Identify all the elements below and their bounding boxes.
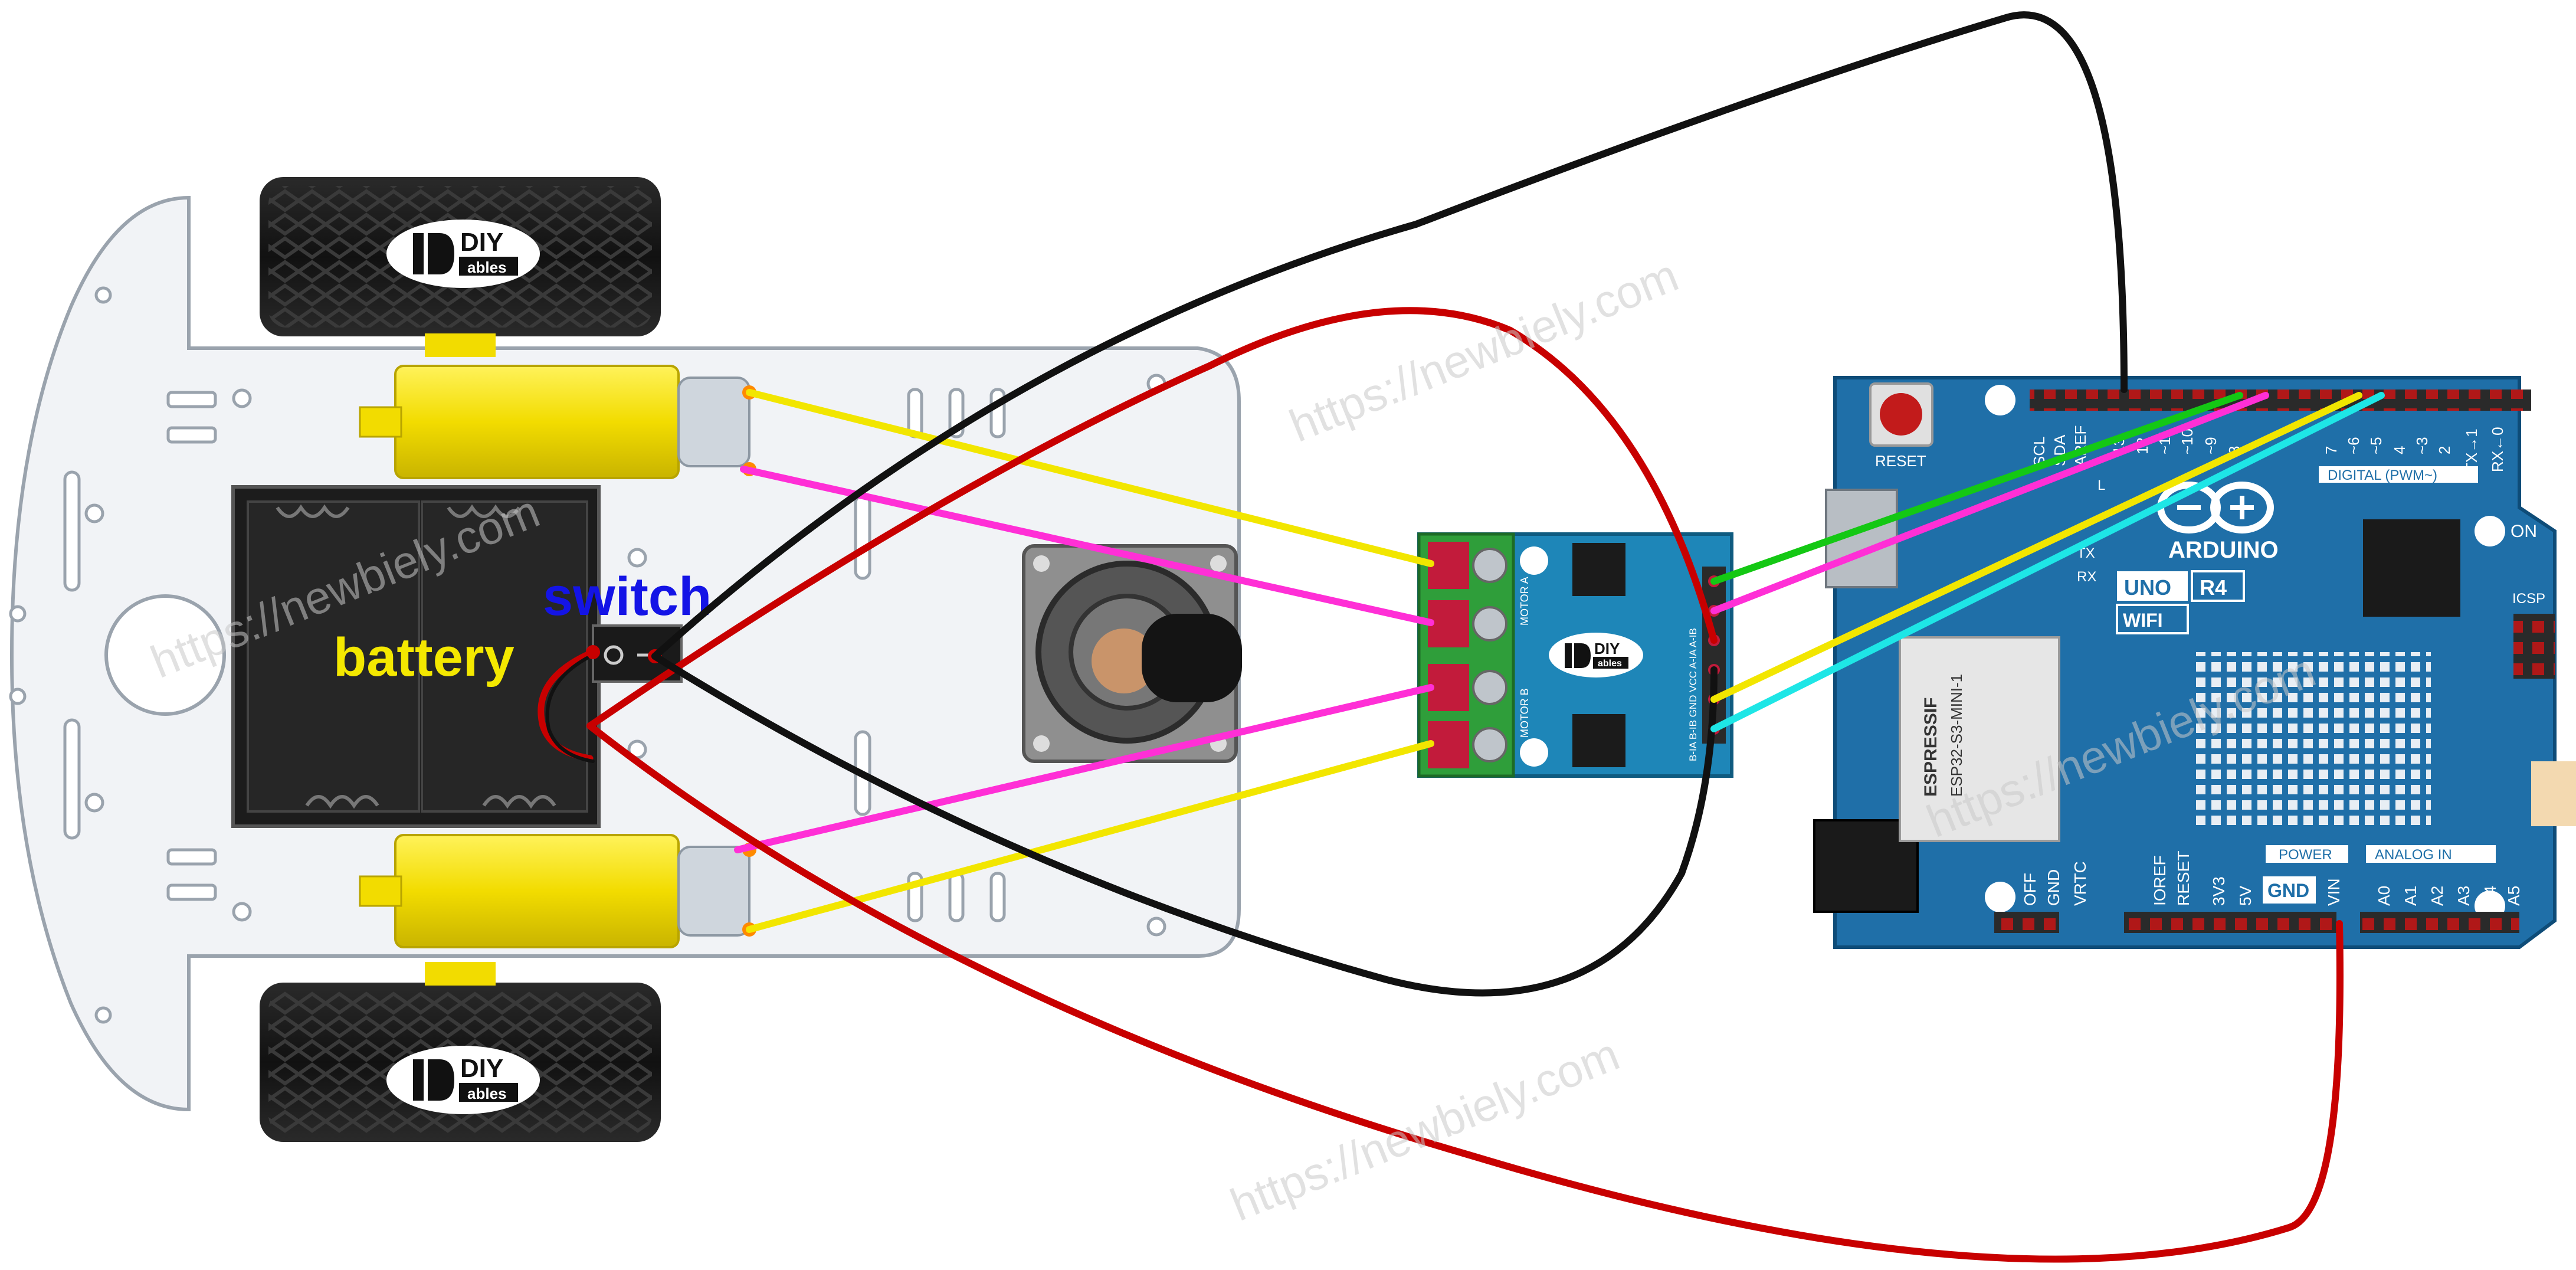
a5-label: A5 xyxy=(2505,886,2523,906)
motor-driver-board: DIY ables MOTOR A MOTOR B B-IA B-IB GND … xyxy=(1417,532,1733,778)
logo-subtext: ables xyxy=(467,258,507,276)
a4-label: A4 xyxy=(2481,886,2499,906)
terminal-screws xyxy=(1428,542,1507,768)
pin-5-label: ~5 xyxy=(2367,437,2385,454)
reset-label: RESET xyxy=(1875,452,1926,470)
pin-10-label: ~10 xyxy=(2178,428,2196,454)
off-gnd-header xyxy=(1994,912,2059,933)
a2-label: A2 xyxy=(2428,886,2446,906)
digital-header-1 xyxy=(2030,389,2336,411)
wire-magenta-signal xyxy=(1710,392,2269,614)
wire-battery-black xyxy=(545,656,595,763)
logo-text: DIY xyxy=(460,1054,503,1083)
logo-text: DIY xyxy=(460,228,503,257)
driver-chip-b xyxy=(1572,714,1625,767)
off-label: OFF xyxy=(2021,873,2039,906)
watermark-text: https://newbiely.com xyxy=(1282,249,1685,452)
dc-motor-top xyxy=(359,365,756,479)
wire-yellow-bottom xyxy=(746,740,1434,933)
ioref-label: IOREF xyxy=(2151,855,2169,906)
l-led-label: L xyxy=(2097,477,2105,493)
wire-red-vcc xyxy=(586,307,1718,729)
reset-pin-label: RESET xyxy=(2174,851,2192,906)
pin-4-label: 4 xyxy=(2391,446,2408,454)
reset-button[interactable] xyxy=(1869,382,1933,447)
a0-label: A0 xyxy=(2375,886,2393,906)
chassis-hole xyxy=(104,594,226,716)
mcu-chip xyxy=(2363,519,2460,617)
pin-9-label: ~9 xyxy=(2202,437,2220,454)
wire-black-gnd-driver xyxy=(651,653,1718,997)
pin-3-label: ~3 xyxy=(2413,437,2431,454)
pin-7-label: 7 xyxy=(2322,446,2340,454)
vrtc-label: VRTC xyxy=(2071,861,2089,906)
rx-led-label: RX xyxy=(2077,569,2096,585)
wire-black-gnd-arduino xyxy=(651,11,2128,660)
power-header xyxy=(2124,912,2336,933)
logo-subtext: ables xyxy=(467,1085,507,1102)
analog-in-label: ANALOG IN xyxy=(2375,847,2452,863)
chassis-slots xyxy=(9,286,1166,1024)
wire-magenta-bottom xyxy=(734,684,1434,853)
battery-holder xyxy=(231,485,601,828)
digital-label: DIGITAL (PWM~) xyxy=(2328,467,2437,483)
arduino-board: RESET SCL SDA AREF 13 12 ~11 ~10 ~9 8 7 … xyxy=(1813,376,2576,949)
wheel-bottom: DIY ables xyxy=(260,962,661,1142)
logo-text: DIY xyxy=(1594,640,1620,657)
wire-green-signal xyxy=(1710,392,2243,585)
revision-label: R4 xyxy=(2200,575,2227,600)
qwiic-connector xyxy=(2531,761,2576,826)
switch-label: switch xyxy=(543,567,712,627)
pin-6-label: ~6 xyxy=(2345,437,2362,454)
caster-wheel xyxy=(1022,544,1242,763)
pin-rx0-label: RX←0 xyxy=(2489,427,2506,472)
diyables-logo-top: DIY ables xyxy=(386,220,540,288)
model-label: UNO xyxy=(2124,575,2171,600)
on-led-label: ON xyxy=(2511,522,2537,541)
power-label: POWER xyxy=(2279,847,2332,863)
wire-yellow-signal xyxy=(1710,392,2362,703)
gnd-label-small: GND xyxy=(2044,869,2063,906)
driver-logo: DIY ables xyxy=(1549,633,1643,677)
a3-label: A3 xyxy=(2454,886,2473,906)
wire-cyan-signal xyxy=(1710,392,2385,732)
esp32-module xyxy=(1899,636,2060,842)
gnd-power-label: GND xyxy=(2267,880,2309,901)
watermark-text: https://newbiely.com xyxy=(1223,1028,1626,1231)
a1-label: A1 xyxy=(2401,886,2420,906)
logo-subtext: ables xyxy=(1598,659,1622,669)
dc-motor-bottom xyxy=(359,834,756,948)
pin-2-label: 2 xyxy=(2436,446,2453,454)
arduino-brand: ARDUINO xyxy=(2168,537,2279,563)
5v-label: 5V xyxy=(2236,885,2254,906)
variant-label: WIFI xyxy=(2123,610,2163,631)
wheel-top: DIY ables xyxy=(260,177,661,357)
wires xyxy=(538,11,2385,1263)
aref-label: AREF xyxy=(2072,425,2089,466)
wire-red-vin xyxy=(586,722,2344,1263)
driver-pin-labels: B-IA B-IB GND VCC A-IA A-IB xyxy=(1687,628,1699,761)
motor-a-label: MOTOR A xyxy=(1519,577,1530,626)
wire-yellow-top xyxy=(746,389,1434,567)
icsp-header xyxy=(2513,614,2555,679)
module-brand: ESPRESSIF xyxy=(1921,698,1941,797)
vin-label: VIN xyxy=(2325,878,2343,906)
motor-b-label: MOTOR B xyxy=(1519,688,1530,738)
battery-label: battery xyxy=(333,627,514,688)
driver-chip-a xyxy=(1572,543,1625,596)
icsp-label: ICSP xyxy=(2512,591,2545,607)
module-name: ESP32-S3-MINI-1 xyxy=(1948,674,1965,797)
diyables-logo-bottom: DIY ables xyxy=(386,1046,540,1114)
analog-header xyxy=(2360,912,2519,933)
pin-tx1-label: TX→1 xyxy=(2463,428,2480,472)
led-matrix xyxy=(2195,652,2431,829)
3v3-label: 3V3 xyxy=(2210,876,2228,906)
